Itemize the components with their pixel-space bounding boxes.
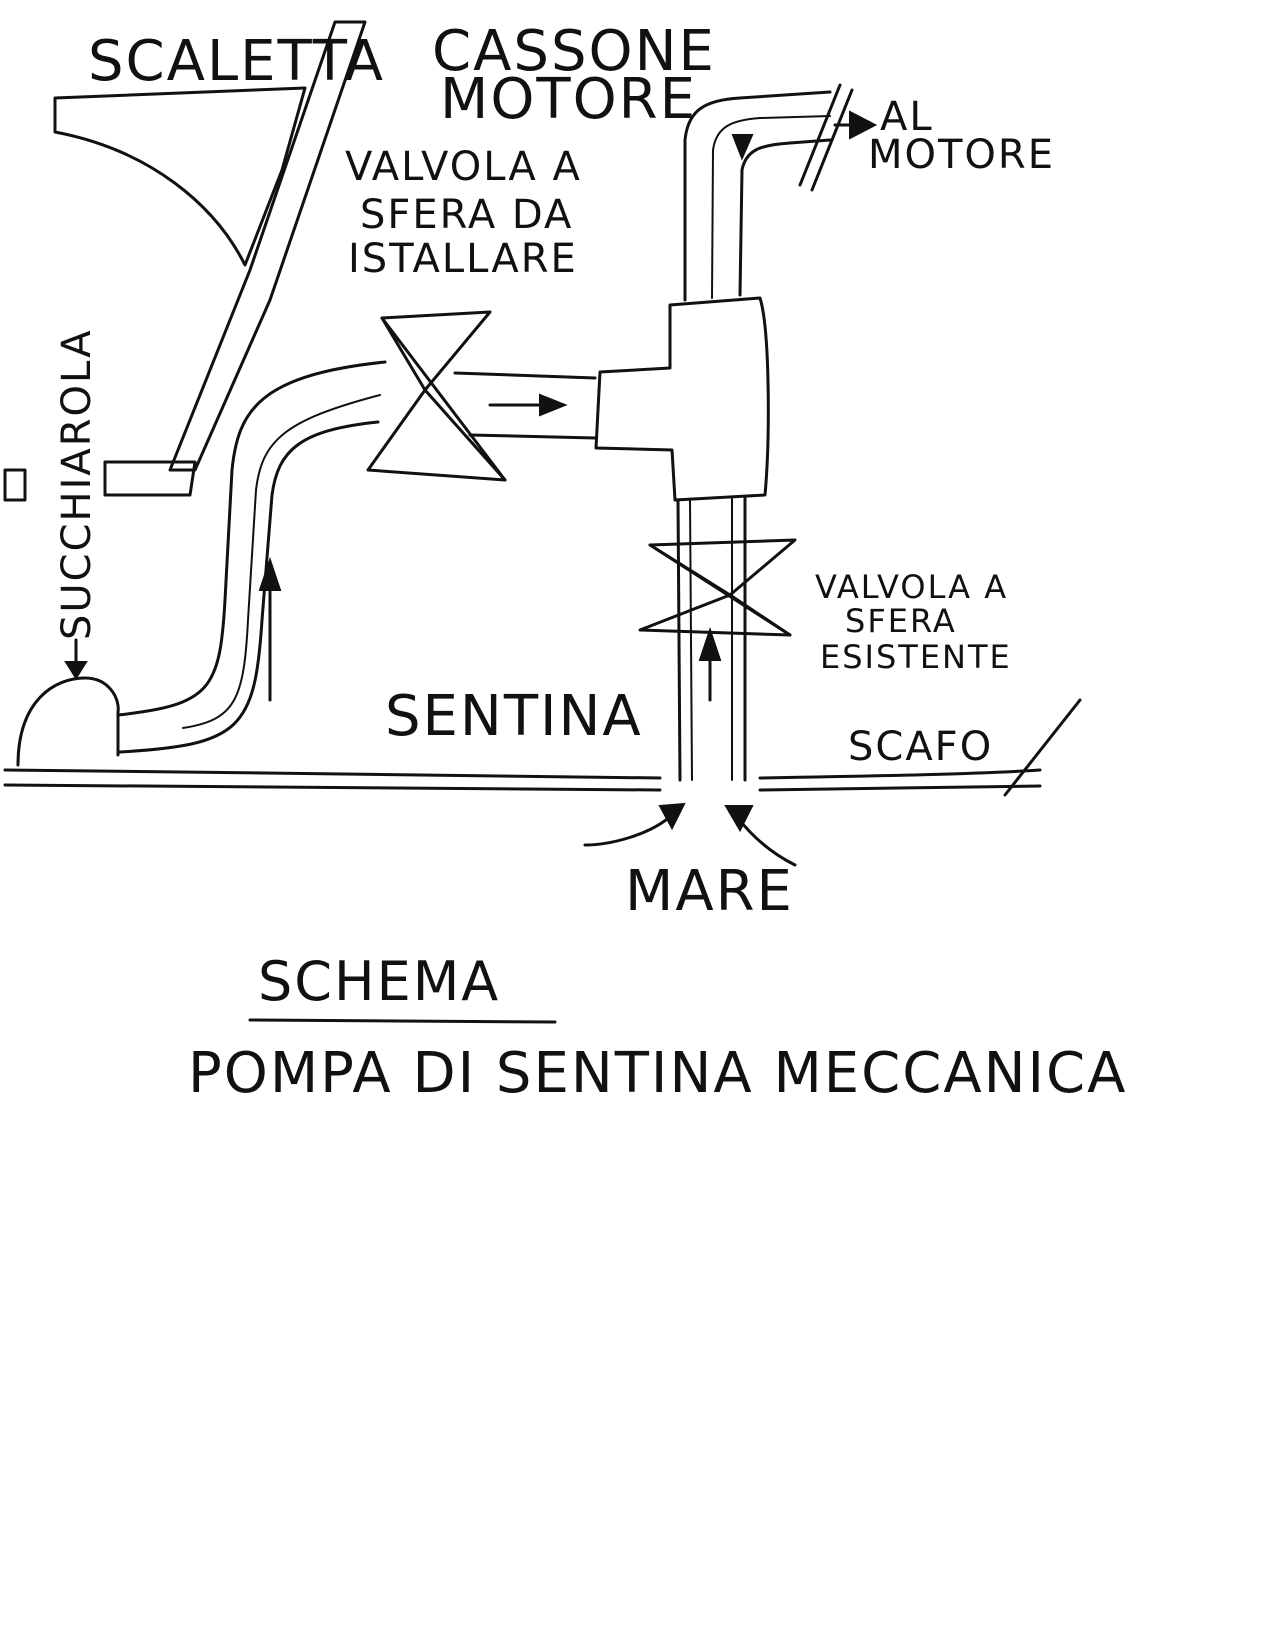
existing-ball-valve	[640, 540, 795, 635]
label-scafo: SCAFO	[848, 724, 993, 770]
label-existing-valve-line1: VALVOLA A	[815, 568, 1008, 606]
label-new-valve-line3: ISTALLARE	[348, 236, 578, 282]
diagram-title: SCHEMA	[258, 950, 500, 1013]
label-new-valve-line1: VALVOLA A	[345, 144, 582, 190]
label-scaletta: SCALETTA	[88, 29, 385, 94]
tee-fitting	[596, 298, 768, 500]
label-sentina: SENTINA	[385, 684, 643, 749]
label-existing-valve-line2: SFERA	[845, 602, 957, 640]
label-succhiarola: SUCCHIAROLA	[54, 328, 100, 640]
new-ball-valve	[368, 312, 505, 480]
label-mare: MARE	[625, 859, 794, 924]
title-underline	[250, 1020, 555, 1022]
diagram-subtitle: POMPA DI SENTINA MECCANICA	[188, 1041, 1127, 1106]
label-existing-valve-line3: ESISTENTE	[820, 638, 1012, 676]
label-motore: MOTORE	[440, 67, 697, 132]
sea-inflow-arrows	[585, 804, 795, 865]
valve-to-tee-pipe	[455, 373, 595, 438]
strainer-dome	[18, 640, 118, 765]
label-al-motore: MOTORE	[868, 132, 1055, 178]
suction-hose	[118, 362, 385, 752]
engine-outlet-pipe	[685, 85, 875, 300]
sea-inlet-pipe	[678, 498, 745, 780]
label-new-valve-line2: SFERA DA	[360, 192, 573, 238]
